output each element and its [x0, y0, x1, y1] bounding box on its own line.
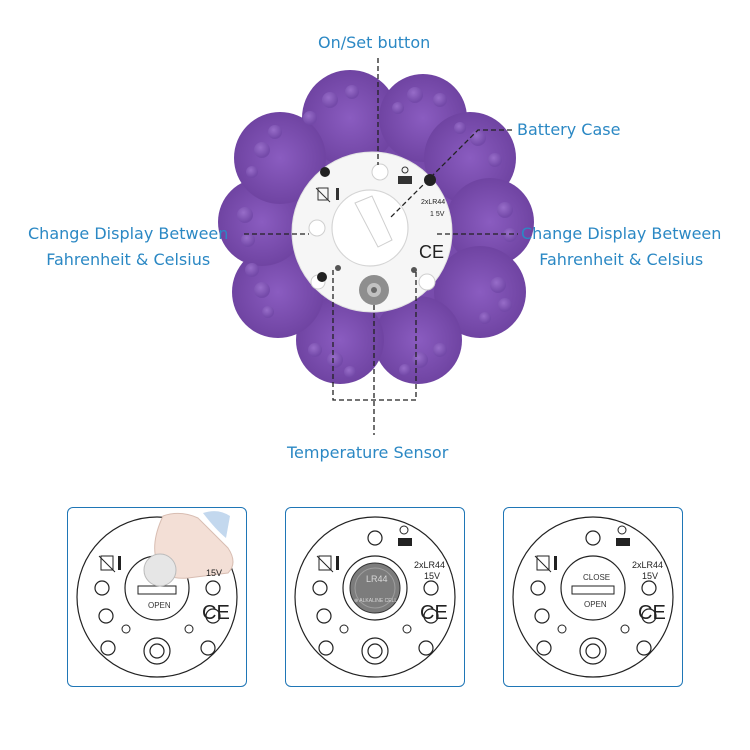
panel2-coin-top: LR44: [366, 574, 388, 584]
panel2-voltage: 15V: [424, 571, 441, 581]
change-display-left-line2: Fahrenheit & Celsius: [46, 249, 211, 269]
device-face: [291, 151, 453, 313]
change-display-left-label: Change Display Between Fahrenheit & Cels…: [28, 221, 228, 272]
panel-disc-battery: [294, 516, 456, 678]
panel-disc-close: [512, 516, 674, 678]
battery-case-label: Battery Case: [517, 120, 621, 139]
panel2-ce-mark: CE: [420, 602, 448, 624]
panel1-open-label: OPEN: [148, 601, 171, 610]
on-set-button-label: On/Set button: [318, 33, 431, 52]
panel3-close-label: CLOSE: [583, 573, 611, 582]
panel1-voltage: 15V: [206, 568, 223, 578]
panel3-battery-type: 2xLR44: [632, 560, 664, 570]
step-panel-close: 2xLR44 15V CLOSE OPEN CE: [503, 507, 683, 687]
panel-disc-open: [76, 511, 238, 678]
panel3-open-label: OPEN: [584, 600, 607, 609]
change-display-right-line1: Change Display Between: [521, 224, 722, 243]
callout-lines: [244, 58, 518, 435]
temperature-sensor-label: Temperature Sensor: [287, 443, 449, 462]
change-display-right-line2: Fahrenheit & Celsius: [539, 249, 704, 269]
panel3-voltage: 15V: [642, 571, 659, 581]
panel2-battery-type: 2xLR44: [414, 560, 446, 570]
device-battery-type: 2xLR44: [421, 199, 445, 206]
step-panel-open: 15V OPEN CE: [67, 507, 247, 687]
panel2-coin-bottom: ⊕ ALKALINE CELL: [354, 598, 398, 604]
device-voltage: 1 5V: [430, 211, 445, 218]
change-display-right-label: Change Display Between Fahrenheit & Cels…: [521, 221, 721, 272]
panel1-ce-mark: CE: [202, 602, 230, 624]
step-panel-battery: 2xLR44 15V LR44 ⊕ ALKALINE CELL CE: [285, 507, 465, 687]
change-display-left-line1: Change Display Between: [28, 224, 229, 243]
panel3-ce-mark: CE: [638, 602, 666, 624]
device-ce-mark: CE: [419, 242, 444, 262]
